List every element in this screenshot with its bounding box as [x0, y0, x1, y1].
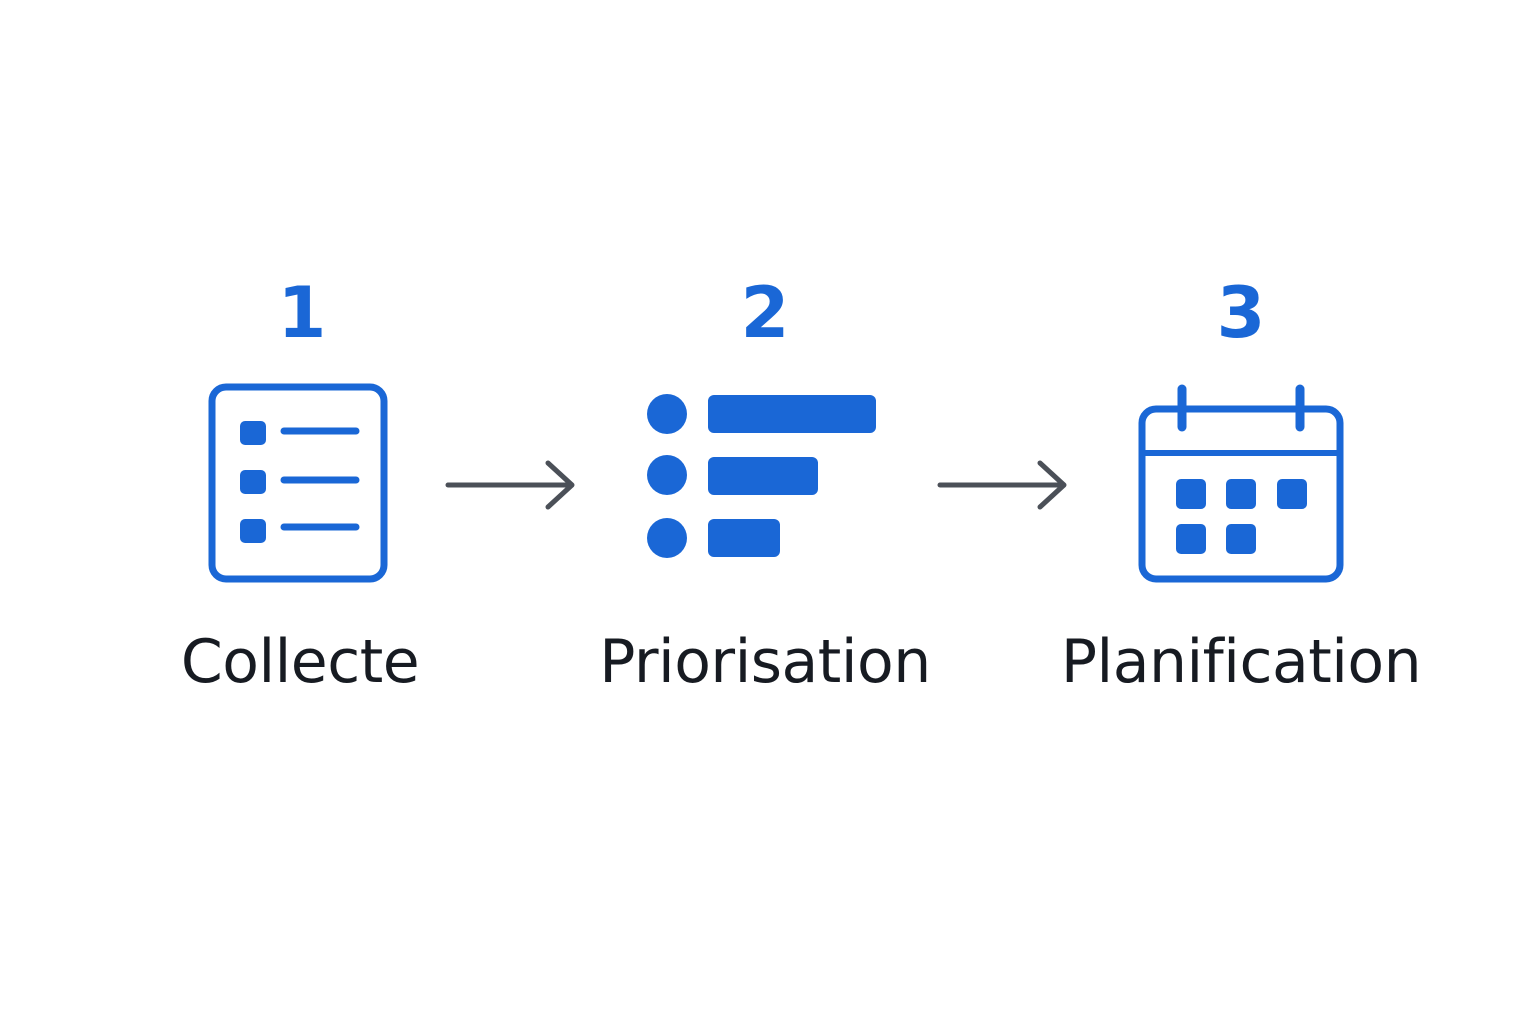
step-2-number: 2	[740, 272, 790, 354]
step-2-label: Priorisation	[599, 627, 931, 697]
checklist-icon	[208, 383, 388, 583]
step-1-label: Collecte	[180, 627, 420, 697]
arrow-right-icon	[937, 460, 1067, 510]
priority-list-icon	[647, 394, 876, 558]
arrow-right-icon	[445, 460, 575, 510]
step-3-number: 3	[1216, 272, 1266, 354]
step-3-label: Planification	[1060, 627, 1422, 697]
calendar-icon	[1138, 384, 1344, 583]
step-1-number: 1	[277, 272, 327, 354]
